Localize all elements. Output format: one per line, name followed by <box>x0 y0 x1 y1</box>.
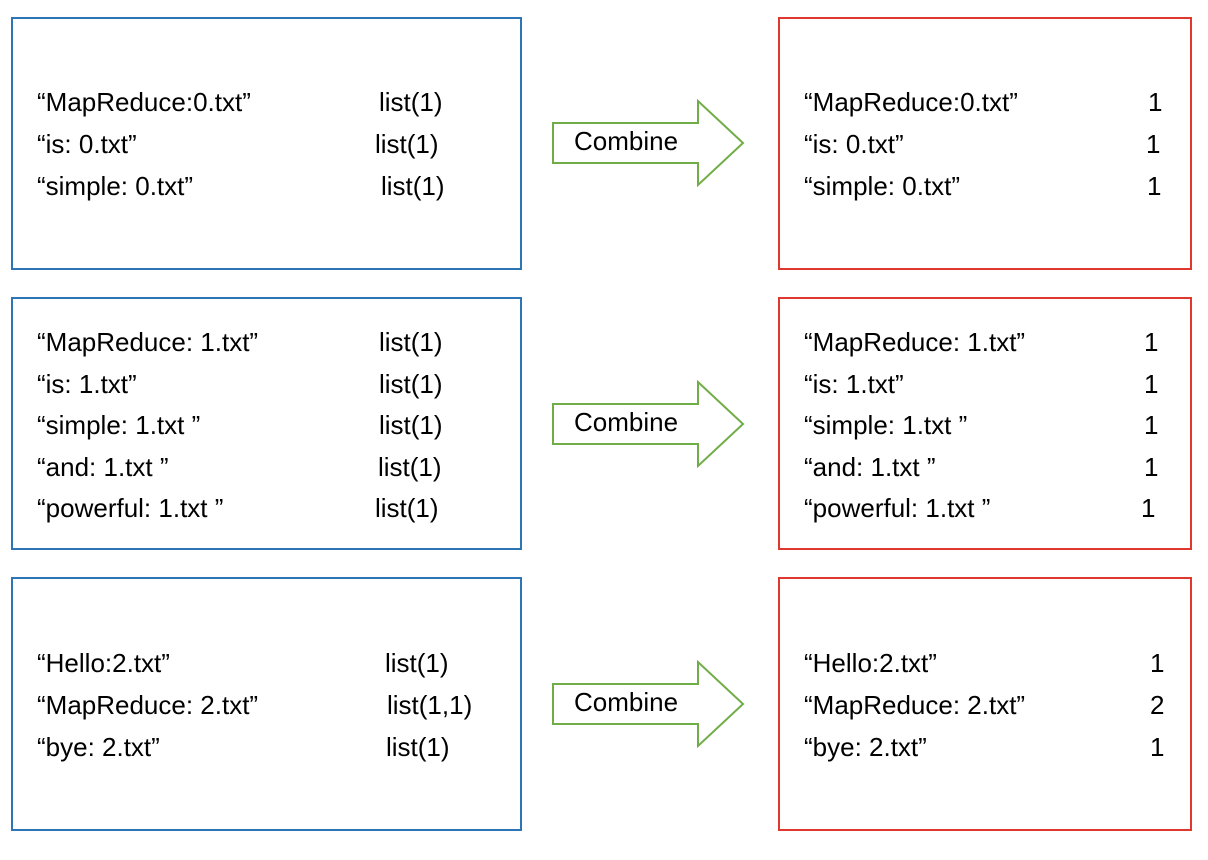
input-entry: “MapReduce: 1.txt” list(1) <box>37 327 507 447</box>
entry-key: “MapReduce: 1.txt” <box>804 327 1026 357</box>
input-entry: “and: 1.txt ” list(1) <box>37 452 507 572</box>
combine-arrow-1: Combine <box>550 379 750 469</box>
output-entry: “is: 0.txt” 1 <box>804 129 1179 249</box>
entry-value: 2 <box>1150 690 1165 720</box>
entry-key: “MapReduce:0.txt” <box>37 87 251 117</box>
output-entry: “MapReduce: 1.txt” 1 <box>804 327 1179 447</box>
entry-value: 1 <box>1144 410 1159 440</box>
entry-value: list(1) <box>378 452 442 482</box>
input-entry: “simple: 1.txt ” list(1) <box>37 410 507 530</box>
output-entry: “Hello:2.txt” 1 <box>804 648 1182 768</box>
entry-value: 1 <box>1148 87 1163 117</box>
entry-value: list(1) <box>375 129 439 159</box>
entry-key: “MapReduce: 1.txt” <box>37 327 259 357</box>
input-box-0: “MapReduce:0.txt” list(1) “is: 0.txt” li… <box>11 17 522 270</box>
entry-key: “Hello:2.txt” <box>37 648 170 678</box>
entry-value: list(1) <box>375 493 439 523</box>
entry-key: “Hello:2.txt” <box>804 648 937 678</box>
entry-value: 1 <box>1144 327 1159 357</box>
entry-value: 1 <box>1146 129 1161 159</box>
combine-arrow-2: Combine <box>550 659 750 749</box>
entry-key: “simple: 0.txt” <box>37 171 194 201</box>
entry-value: list(1) <box>379 369 443 399</box>
input-entry: “bye: 2.txt” list(1) <box>37 732 512 852</box>
input-box-1: “MapReduce: 1.txt” list(1) “is: 1.txt” l… <box>11 297 522 550</box>
entry-value: 1 <box>1150 648 1165 678</box>
output-entry: “simple: 0.txt” 1 <box>804 171 1179 291</box>
input-entry: “is: 0.txt” list(1) <box>37 129 507 249</box>
output-entry: “simple: 1.txt ” 1 <box>804 410 1179 530</box>
entry-value: list(1) <box>386 732 450 762</box>
combine-label: Combine <box>574 407 679 437</box>
entry-value: 1 <box>1144 452 1159 482</box>
entry-value: 1 <box>1147 171 1162 201</box>
entry-key: “MapReduce:0.txt” <box>804 87 1018 117</box>
combine-label: Combine <box>574 687 679 717</box>
combine-label: Combine <box>574 126 679 156</box>
entry-key: “and: 1.txt ” <box>804 452 936 482</box>
output-entry: “and: 1.txt ” 1 <box>804 452 1179 572</box>
entry-key: “bye: 2.txt” <box>804 732 927 762</box>
input-entry: “is: 1.txt” list(1) <box>37 369 507 489</box>
entry-key: “is: 0.txt” <box>37 129 137 159</box>
input-entry: “Hello:2.txt” list(1) <box>37 648 512 768</box>
input-box-2: “Hello:2.txt” list(1) “MapReduce: 2.txt”… <box>11 577 522 831</box>
entry-value: list(1) <box>379 327 443 357</box>
input-entry: “powerful: 1.txt ” list(1) <box>37 493 507 613</box>
right-arrow-icon <box>552 659 745 749</box>
entry-value: list(1) <box>379 87 443 117</box>
input-entry: “MapReduce: 2.txt” list(1,1) <box>37 690 512 810</box>
entry-value: list(1) <box>379 410 443 440</box>
output-entry: “powerful: 1.txt ” 1 <box>804 493 1179 613</box>
output-entry: “bye: 2.txt” 1 <box>804 732 1182 852</box>
entry-key: “powerful: 1.txt ” <box>804 493 991 523</box>
right-arrow-icon <box>552 98 745 188</box>
entry-value: list(1,1) <box>387 690 473 720</box>
entry-key: “MapReduce: 2.txt” <box>37 690 259 720</box>
input-entry: “MapReduce:0.txt” list(1) <box>37 87 507 207</box>
output-entry: “is: 1.txt” 1 <box>804 369 1179 489</box>
entry-key: “is: 0.txt” <box>804 129 904 159</box>
entry-key: “powerful: 1.txt ” <box>37 493 224 523</box>
right-arrow-icon <box>552 379 745 469</box>
entry-key: “and: 1.txt ” <box>37 452 169 482</box>
entry-key: “MapReduce: 2.txt” <box>804 690 1026 720</box>
entry-value: 1 <box>1150 732 1165 762</box>
entry-value: list(1) <box>381 171 445 201</box>
output-box-2: “Hello:2.txt” 1 “MapReduce: 2.txt” 2 “by… <box>778 577 1192 831</box>
entry-key: “is: 1.txt” <box>37 369 137 399</box>
entry-value: list(1) <box>385 648 449 678</box>
entry-value: 1 <box>1141 493 1156 523</box>
output-box-1: “MapReduce: 1.txt” 1 “is: 1.txt” 1 “simp… <box>778 297 1192 550</box>
entry-key: “simple: 1.txt ” <box>37 410 201 440</box>
entry-key: “simple: 0.txt” <box>804 171 961 201</box>
entry-key: “simple: 1.txt ” <box>804 410 968 440</box>
output-entry: “MapReduce:0.txt” 1 <box>804 87 1179 207</box>
input-entry: “simple: 0.txt” list(1) <box>37 171 507 291</box>
combine-arrow-0: Combine <box>550 98 750 188</box>
entry-key: “bye: 2.txt” <box>37 732 160 762</box>
output-box-0: “MapReduce:0.txt” 1 “is: 0.txt” 1 “simpl… <box>778 17 1192 270</box>
output-entry: “MapReduce: 2.txt” 2 <box>804 690 1182 810</box>
entry-key: “is: 1.txt” <box>804 369 904 399</box>
entry-value: 1 <box>1144 369 1159 399</box>
